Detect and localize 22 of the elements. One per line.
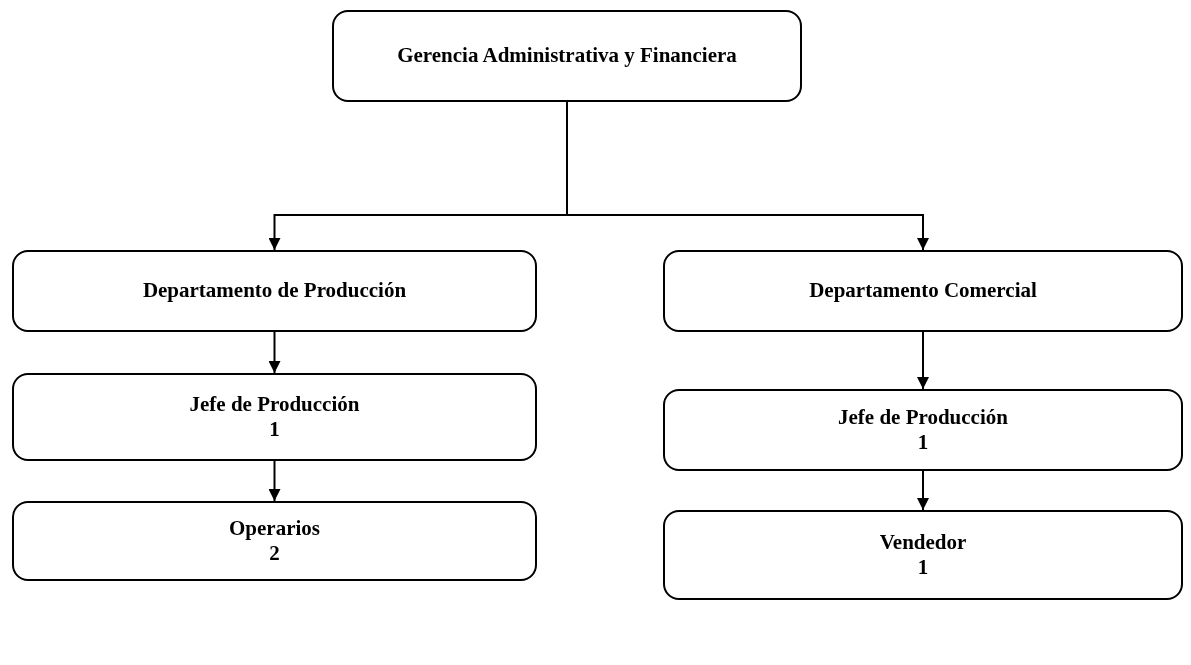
role-title: Gerencia Administrativa y Financiera — [397, 43, 737, 69]
org-box — [12, 250, 537, 332]
headcount: 1 — [917, 430, 929, 456]
arrow — [917, 470, 929, 511]
role-title: Jefe de Producción — [838, 404, 1008, 430]
headcount: 2 — [269, 541, 280, 567]
headcount: 1 — [917, 555, 929, 581]
role-title: Operarios — [229, 515, 320, 541]
role-title: Departamento de Producción — [142, 278, 407, 304]
org-box — [12, 373, 537, 461]
role-title: Vendedor — [879, 529, 967, 555]
arrow — [268, 460, 281, 502]
headcount: 1 — [269, 417, 280, 443]
role-title: Jefe de Producción — [189, 391, 360, 417]
org-box — [663, 250, 1183, 332]
role-title: Departamento Comercial — [809, 278, 1037, 304]
org-box — [332, 10, 802, 102]
arrow — [268, 331, 281, 374]
org-box — [12, 501, 537, 581]
org-box — [663, 389, 1183, 471]
arrow — [917, 331, 929, 390]
org-box — [663, 510, 1183, 600]
